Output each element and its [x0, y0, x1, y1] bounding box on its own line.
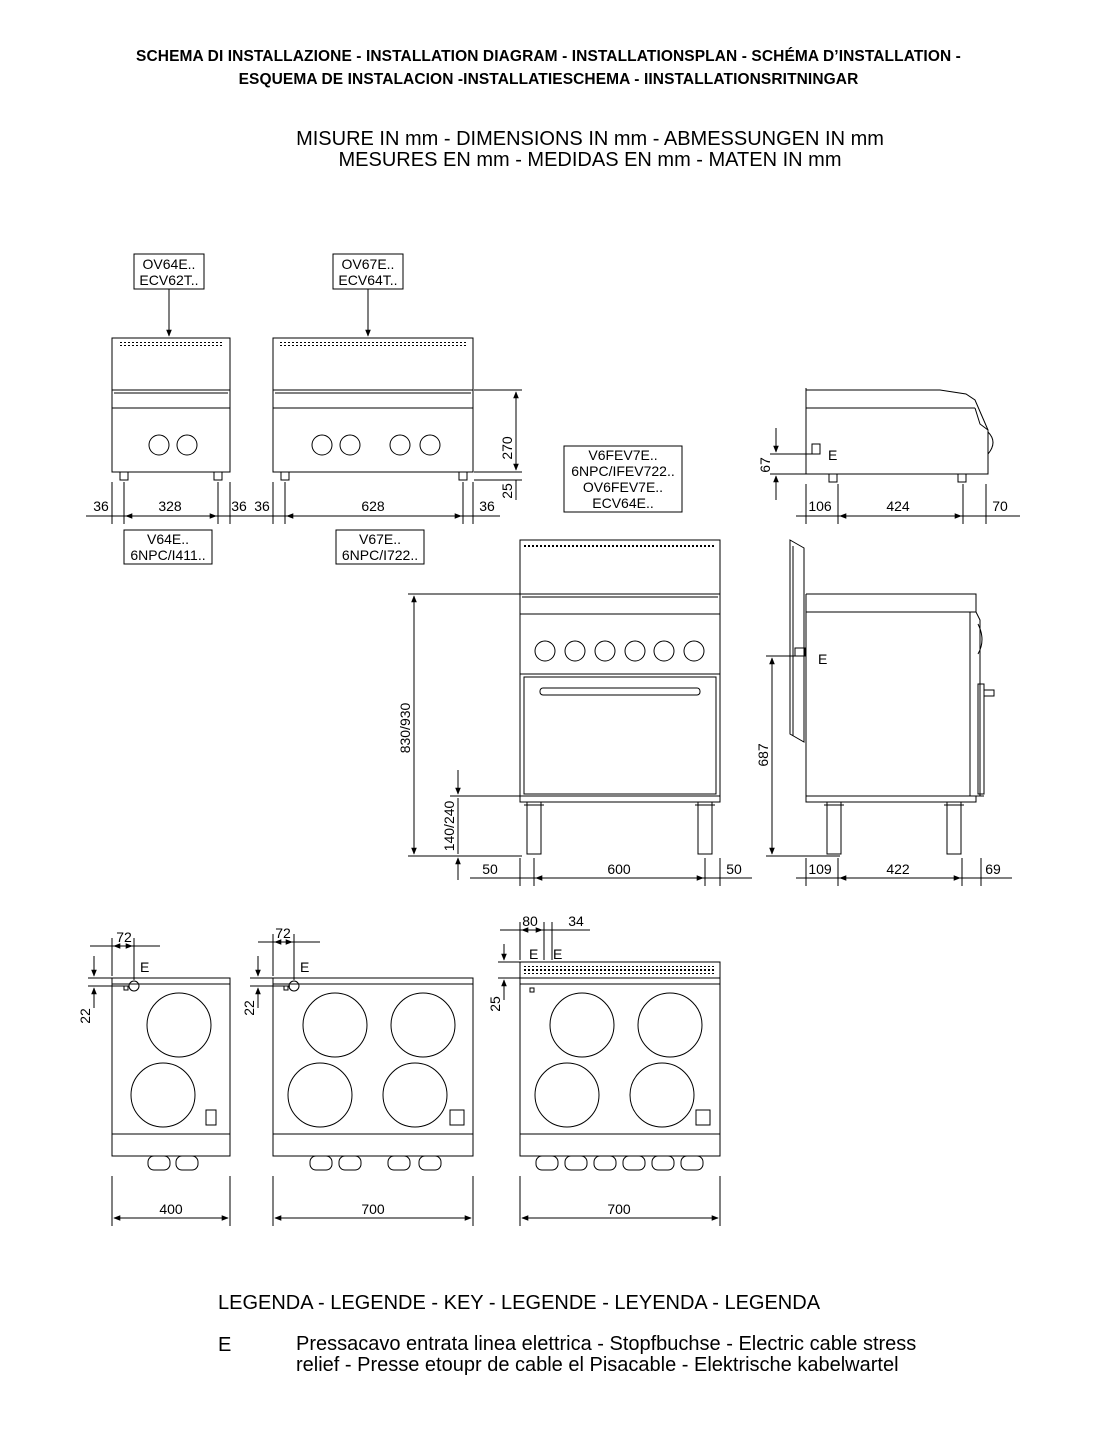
plan-view-700-a: 700 72 E 22: [241, 925, 474, 1226]
dim-270: 270: [499, 436, 515, 460]
dim-109: 109: [808, 861, 832, 877]
front-view-700: [272, 337, 474, 481]
dim-36-b: 36: [231, 498, 247, 514]
model-label-b-top: OV67E.. ECV64T..: [332, 253, 404, 337]
dim-830-930: 830/930: [397, 702, 413, 753]
e-marker-plan-a: E: [140, 959, 149, 975]
dim-700-b: 700: [607, 1201, 631, 1217]
subtitle-line-1: MISURE IN mm - DIMENSIONS IN mm - ABMESS…: [296, 128, 884, 150]
model-label-a-top: OV64E.. ECV62T..: [133, 253, 205, 337]
label-v6fev7e: V6FEV7E..: [588, 447, 657, 463]
subtitle-line-2: MESURES EN mm - MEDIDAS EN mm - MATEN IN…: [338, 149, 842, 171]
legend-title: LEGENDA - LEGENDE - KEY - LEGENDE - LEYE…: [218, 1292, 821, 1314]
dim-687: 687: [755, 743, 771, 767]
label-ecv64t: ECV64T..: [338, 272, 397, 288]
label-v67e: V67E..: [359, 531, 401, 547]
dim-72-b: 72: [275, 925, 291, 941]
header-line-2: ESQUEMA DE INSTALACION -INSTALLATIESCHEM…: [238, 71, 859, 88]
label-6npc-ifev722: 6NPC/IFEV722..: [571, 463, 675, 479]
label-v64e: V64E..: [147, 531, 189, 547]
legend-text: Pressacavo entrata linea elettrica - Sto…: [296, 1333, 917, 1376]
label-6npc-i411: 6NPC/I411..: [130, 547, 205, 563]
e-marker-side-top: E: [828, 447, 837, 463]
dim-72-a: 72: [116, 929, 132, 945]
front-view-400: [111, 337, 231, 481]
label-ov64e: OV64E..: [143, 256, 196, 272]
dim-80: 80: [522, 913, 538, 929]
plan-view-400: 400 72 E 22: [77, 929, 231, 1226]
e-marker-side-oven: E: [818, 651, 827, 667]
e-marker-plan-c1: E: [529, 946, 538, 962]
dim-25-plan: 25: [487, 996, 503, 1012]
dim-50-a: 50: [482, 861, 498, 877]
dim-422: 422: [886, 861, 910, 877]
dimension-270-25: 270 25: [474, 389, 522, 500]
dim-36-a: 36: [93, 498, 109, 514]
dim-67: 67: [757, 457, 773, 473]
dim-22-b: 22: [241, 1000, 257, 1016]
dim-400: 400: [159, 1201, 183, 1217]
dim-700-a: 700: [361, 1201, 385, 1217]
label-ecv62t: ECV62T..: [139, 272, 198, 288]
dim-106: 106: [808, 498, 832, 514]
label-ov67e: OV67E..: [342, 256, 395, 272]
legend-key: E: [218, 1334, 232, 1356]
side-view-top: E 67 106 424 70: [757, 388, 1020, 524]
side-view-oven-range: E 687 109 422 69: [755, 539, 1012, 886]
e-marker-plan-b: E: [300, 959, 309, 975]
dimension-height-oven: 830/930 140/240 50 600 50: [397, 593, 752, 886]
label-ecv64e: ECV64E..: [592, 495, 653, 511]
dim-22-a: 22: [77, 1008, 93, 1024]
dim-36-c: 36: [254, 498, 270, 514]
model-label-c: V6FEV7E.. 6NPC/IFEV722.. OV6FEV7E.. ECV6…: [563, 445, 683, 513]
dim-69: 69: [985, 861, 1001, 877]
dim-140-240: 140/240: [441, 800, 457, 851]
model-label-a-bottom: V64E.. 6NPC/I411..: [123, 529, 213, 565]
dim-50-b: 50: [726, 861, 742, 877]
label-6npc-i722: 6NPC/I722..: [342, 547, 418, 563]
dim-70: 70: [992, 498, 1008, 514]
dim-424: 424: [886, 498, 910, 514]
dim-25-side: 25: [499, 483, 515, 499]
dim-36-d: 36: [479, 498, 495, 514]
plan-view-700-b: 700 80 34 E E 25: [487, 913, 721, 1226]
dim-628: 628: [361, 498, 385, 514]
e-marker-plan-c2: E: [553, 946, 562, 962]
dim-600: 600: [607, 861, 631, 877]
dim-34: 34: [568, 913, 584, 929]
dim-328: 328: [158, 498, 182, 514]
header-line-1: SCHEMA DI INSTALLAZIONE - INSTALLATION D…: [136, 48, 961, 65]
label-ov6fev7e: OV6FEV7E..: [583, 479, 663, 495]
model-label-b-bottom: V67E.. 6NPC/I722..: [335, 529, 425, 565]
dimension-row-front: 36 328 36 36 628 36: [86, 482, 500, 524]
front-view-oven-range: [519, 539, 721, 855]
